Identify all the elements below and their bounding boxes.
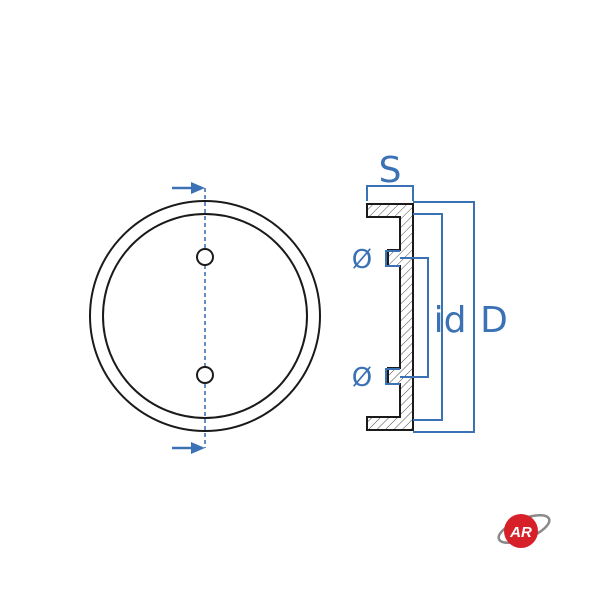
dimension-labels: S Ø Ø id D (352, 150, 508, 393)
hole-spacing-dimension (400, 257, 429, 378)
section-arrow-top (172, 182, 205, 194)
brand-logo: AR (497, 514, 551, 548)
logo-red-disc (504, 514, 538, 548)
front-view (89, 182, 321, 454)
outer-diameter-label: D (480, 300, 508, 341)
thickness-label: S (379, 150, 402, 191)
hole-diameter-bracket-top (385, 250, 400, 267)
dimensions (366, 185, 475, 433)
outer-diameter-dimension (413, 201, 475, 433)
hole-diameter-label-top: Ø (352, 245, 372, 275)
thickness-dimension (366, 185, 414, 201)
hole-diameter-label-bottom: Ø (352, 363, 372, 393)
mounting-hole-bottom (196, 366, 214, 384)
section-view (366, 203, 414, 431)
logo-text: AR (509, 524, 532, 541)
section-arrow-bottom (172, 442, 205, 454)
section-profile (366, 203, 414, 431)
hole-diameter-bracket-bottom (385, 368, 400, 385)
inner-ring (102, 213, 308, 419)
inner-diameter-dimension (413, 213, 443, 421)
outer-ring (89, 200, 321, 432)
inner-diameter-label: id (434, 300, 467, 341)
mounting-hole-top (196, 248, 214, 266)
